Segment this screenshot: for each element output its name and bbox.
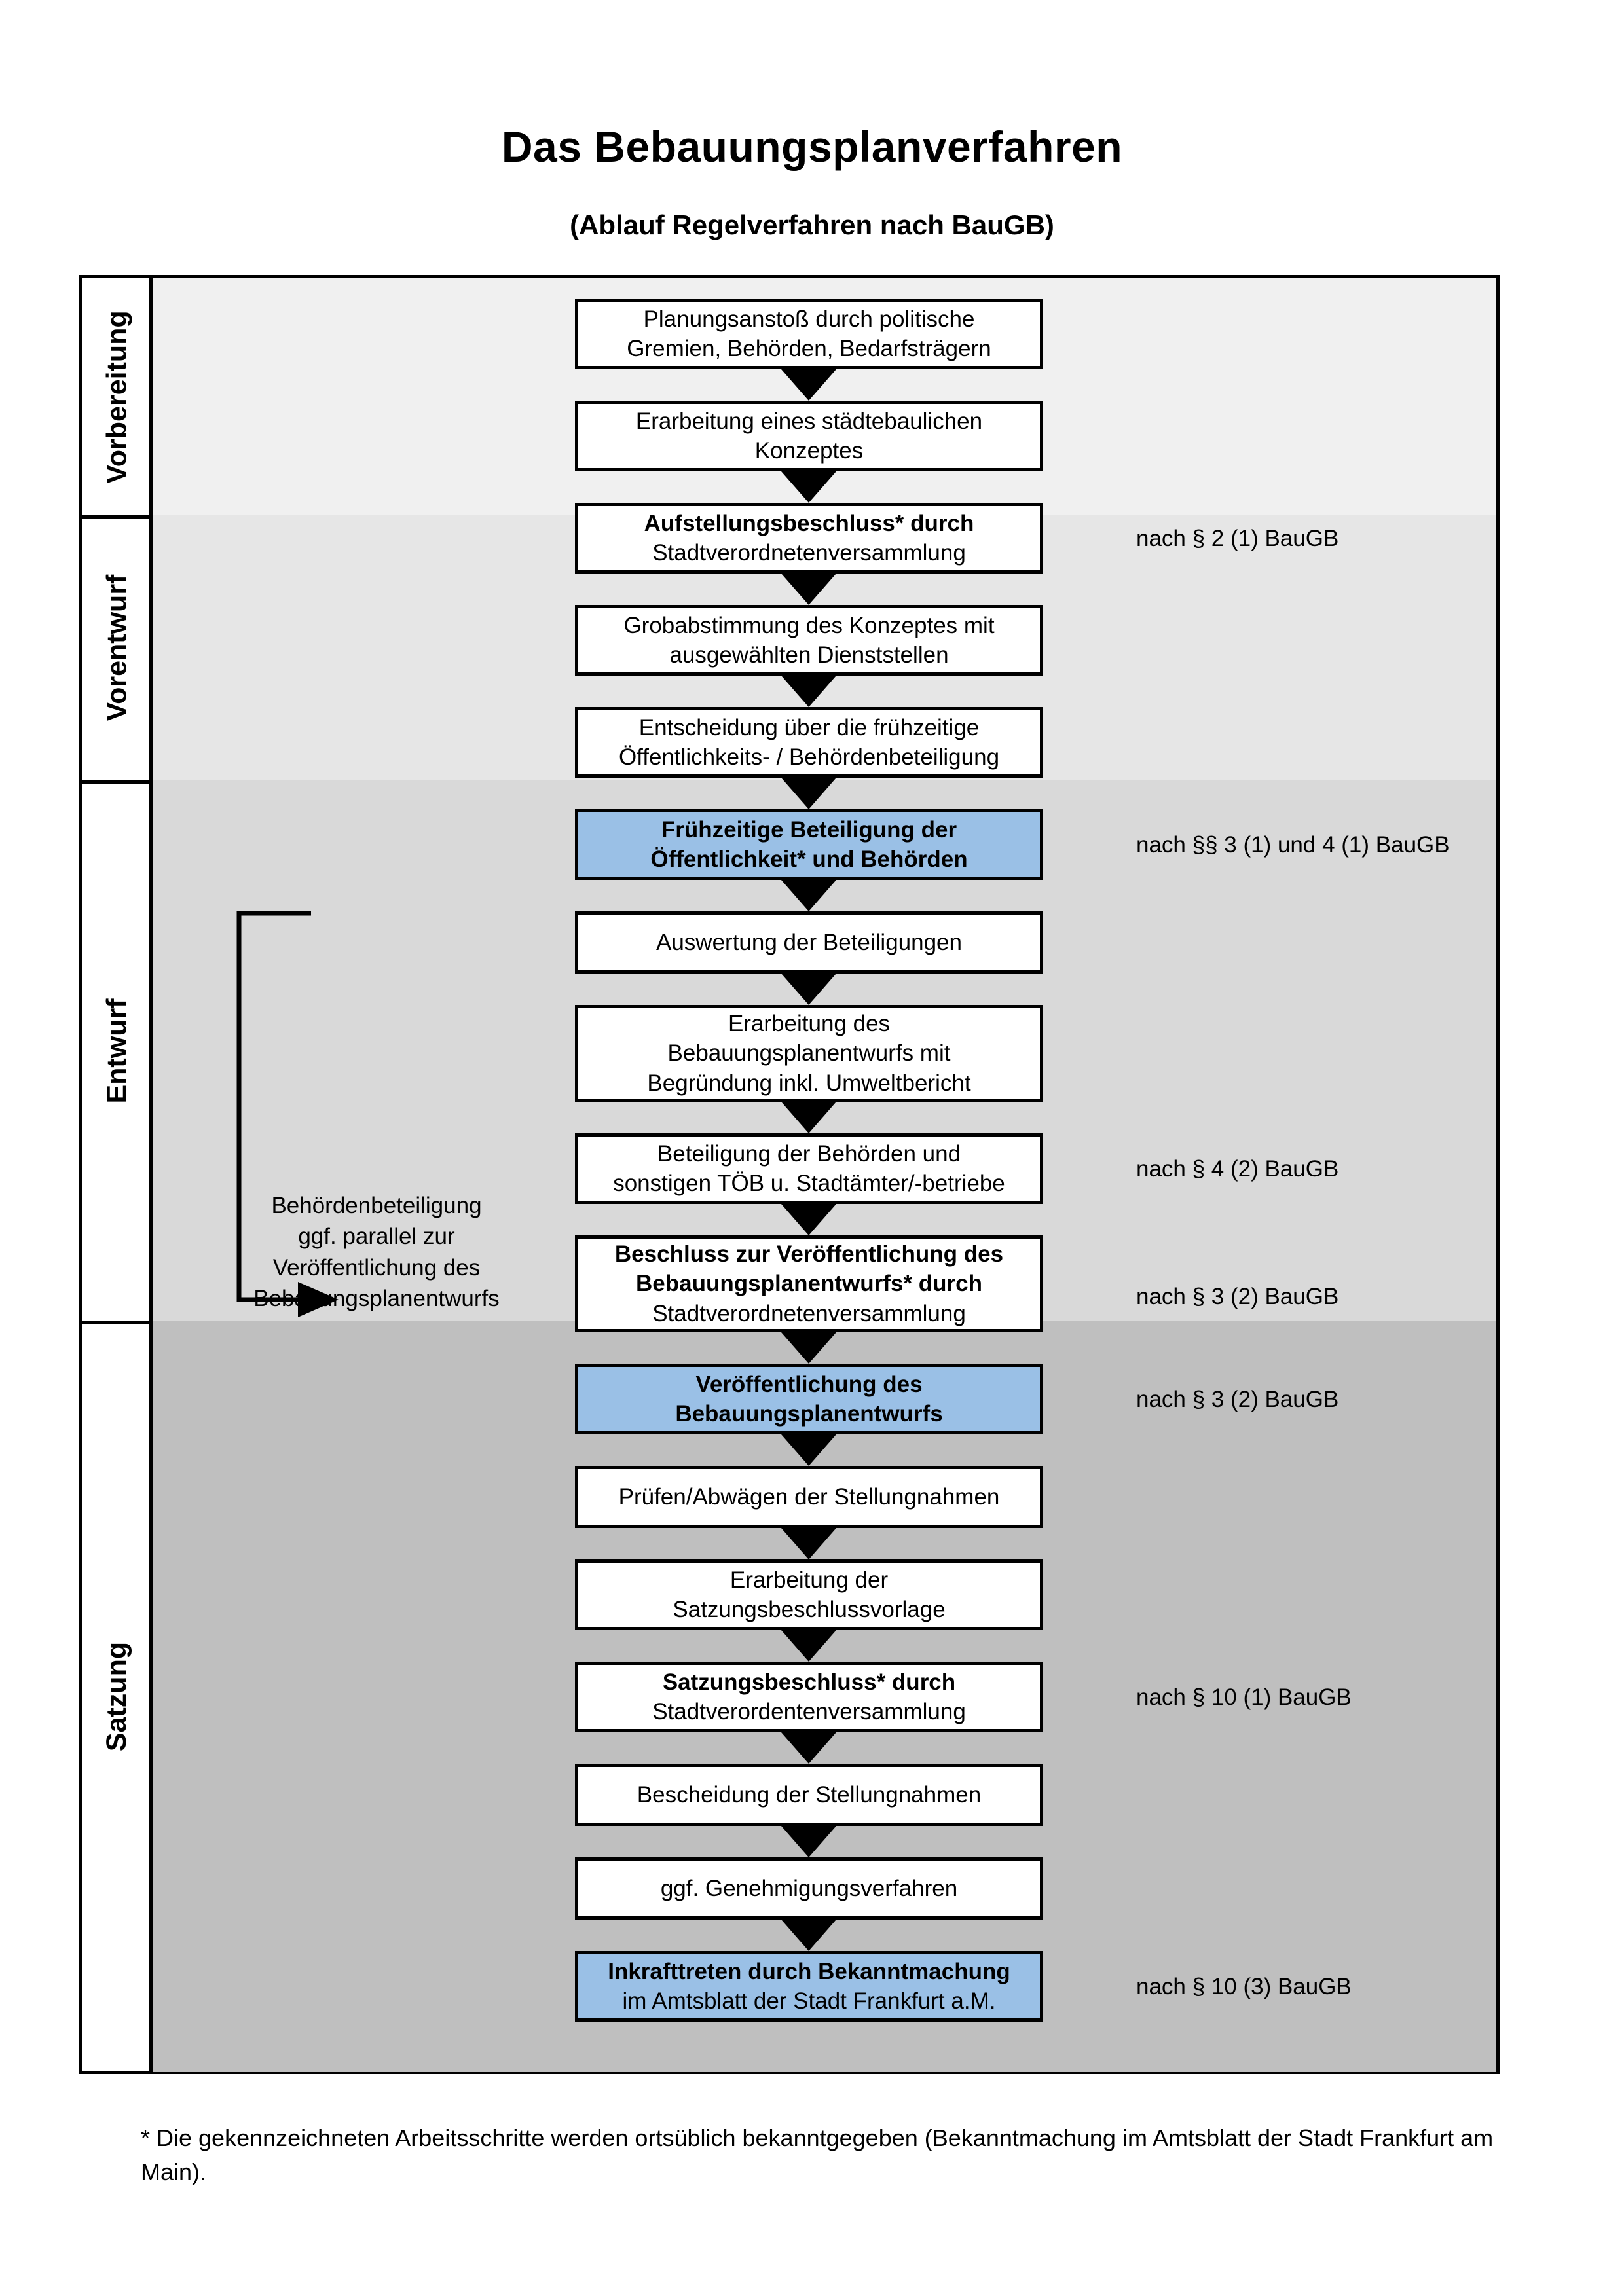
- phase-label-text: Entwurf: [101, 998, 133, 1104]
- step-line: sonstigen TÖB u. Stadtämter/-betriebe: [613, 1171, 1005, 1196]
- flow-arrow-down: [781, 1920, 836, 1951]
- phase-label-vorentwurf: Vorentwurf: [82, 515, 153, 780]
- flow-arrow-down: [781, 1434, 836, 1466]
- step-line: Erarbeitung der: [729, 1567, 889, 1593]
- process-step-s2[interactable]: Erarbeitung eines städtebaulichen Konzep…: [575, 401, 1043, 471]
- step-line: Entscheidung über die frühzeitige: [638, 714, 980, 740]
- flow-arrow-down: [781, 1528, 836, 1559]
- step-line: Grobabstimmung des Konzeptes mit: [623, 612, 995, 638]
- process-step-s10[interactable]: Beschluss zur Veröffentlichung des Bebau…: [575, 1235, 1043, 1332]
- flow-arrow-down: [781, 1204, 836, 1235]
- phase-divider-3: [82, 1321, 153, 1324]
- flow-arrow-down: [781, 369, 836, 401]
- step-line: Bescheidung der Stellungnahmen: [637, 1781, 982, 1808]
- phase-divider-1: [82, 515, 153, 519]
- process-step-s13[interactable]: Erarbeitung der Satzungsbeschlussvorlage: [575, 1559, 1043, 1630]
- page-subtitle: (Ablauf Regelverfahren nach BauGB): [570, 210, 1054, 240]
- process-step-s6[interactable]: Frühzeitige Beteiligung der Öffentlichke…: [575, 809, 1043, 880]
- step-line: Erarbeitung des: [728, 1010, 891, 1036]
- step-line: Gremien, Behörden, Bedarfsträgern: [627, 336, 991, 361]
- process-step-s4[interactable]: Grobabstimmung des Konzeptes mit ausgewä…: [575, 605, 1043, 676]
- side-note-line: Bebauungsplanentwurfs: [253, 1285, 500, 1311]
- legal-reference-r4: nach § 3 (2) BauGB: [1136, 1284, 1339, 1309]
- phase-label-strip: Vorbereitung Vorentwurf Entwurf Satzung: [82, 278, 153, 2071]
- legal-reference-r1: nach § 2 (1) BauGB: [1136, 526, 1339, 551]
- footnote-text: * Die gekennzeichneten Arbeitsschritte w…: [141, 2124, 1494, 2186]
- phase-label-text: Vorentwurf: [101, 574, 133, 721]
- process-step-s12[interactable]: Prüfen/Abwägen der Stellungnahmen: [575, 1466, 1043, 1528]
- side-note-line: Behördenbeteiligung: [271, 1193, 482, 1218]
- side-note-line: ggf. parallel zur: [298, 1224, 455, 1250]
- legal-reference-r7: nach § 10 (3) BauGB: [1136, 1974, 1352, 1999]
- process-diagram-frame: Vorbereitung Vorentwurf Entwurf Satzung …: [79, 275, 1500, 2074]
- step-line: Öffentlichkeit* und Behörden: [650, 847, 968, 872]
- process-step-s14[interactable]: Satzungsbeschluss* durch Stadtverordente…: [575, 1662, 1043, 1732]
- side-note-behoerdenbeteiligung: Behördenbeteiligung ggf. parallel zur Ve…: [180, 1190, 573, 1314]
- process-step-s8[interactable]: Erarbeitung des Bebauungsplanentwurfs mi…: [575, 1005, 1043, 1102]
- process-step-s9[interactable]: Beteiligung der Behörden und sonstigen T…: [575, 1133, 1043, 1204]
- flow-arrow-down: [781, 1102, 836, 1133]
- flow-arrow-down: [781, 574, 836, 605]
- phase-label-entwurf: Entwurf: [82, 780, 153, 1321]
- step-line: Erarbeitung eines städtebaulichen: [635, 408, 983, 434]
- step-line: ausgewählten Dienststellen: [669, 642, 949, 668]
- flow-arrow-down: [781, 1332, 836, 1364]
- process-step-s3[interactable]: Aufstellungsbeschluss* durch Stadtverord…: [575, 503, 1043, 574]
- flow-arrow-down: [781, 974, 836, 1005]
- flow-arrow-down: [781, 778, 836, 809]
- flow-arrow-down: [781, 676, 836, 707]
- step-line: Inkrafttreten durch Bekanntmachung: [608, 1958, 1010, 1984]
- side-note-line: Veröffentlichung des: [272, 1254, 481, 1281]
- step-line: Bebauungsplanentwurfs* durch: [636, 1271, 982, 1297]
- step-line: Satzungsbeschluss* durch: [662, 1669, 956, 1695]
- legal-reference-r2: nach §§ 3 (1) und 4 (1) BauGB: [1136, 832, 1450, 858]
- step-line: im Amtsblatt der Stadt Frankfurt a.M.: [622, 1988, 996, 2014]
- step-line: Begründung inkl. Umweltbericht: [647, 1070, 971, 1096]
- step-line: Auswertung der Beteiligungen: [656, 929, 962, 955]
- step-line: Stadtverordentenversammlung: [652, 1699, 966, 1724]
- flow-arrow-down: [781, 471, 836, 503]
- legal-reference-r6: nach § 10 (1) BauGB: [1136, 1685, 1352, 1710]
- step-line: Konzeptes: [754, 438, 864, 464]
- flow-arrow-down: [781, 1826, 836, 1857]
- step-line: Aufstellungsbeschluss* durch: [644, 510, 974, 536]
- process-step-s5[interactable]: Entscheidung über die frühzeitige Öffent…: [575, 707, 1043, 778]
- step-line: Satzungsbeschlussvorlage: [673, 1597, 946, 1622]
- process-step-s11[interactable]: Veröffentlichung des Bebauungsplanentwur…: [575, 1364, 1043, 1434]
- step-line: Beteiligung der Behörden und: [657, 1140, 961, 1167]
- phase-label-satzung: Satzung: [82, 1321, 153, 2072]
- step-line: ggf. Genehmigungsverfahren: [660, 1875, 958, 1901]
- step-line: Bebauungsplanentwurfs: [675, 1401, 943, 1427]
- flow-arrow-down: [781, 1630, 836, 1662]
- step-line: Planungsanstoß durch politische: [643, 306, 975, 332]
- step-line: Beschluss zur Veröffentlichung des: [614, 1241, 1004, 1267]
- phase-label-text: Satzung: [101, 1641, 133, 1752]
- legal-reference-r5: nach § 3 (2) BauGB: [1136, 1387, 1339, 1412]
- process-step-s17[interactable]: Inkrafttreten durch Bekanntmachung im Am…: [575, 1951, 1043, 2022]
- page-title: Das Bebauungsplanverfahren: [501, 122, 1123, 171]
- step-line: Bebauungsplanentwurfs mit: [667, 1040, 951, 1066]
- process-step-s16[interactable]: ggf. Genehmigungsverfahren: [575, 1857, 1043, 1920]
- step-line: Stadtverordnetenversammlung: [652, 1300, 966, 1326]
- step-line: Öffentlichkeits- / Behördenbeteiligung: [618, 744, 1000, 770]
- phase-divider-2: [82, 780, 153, 784]
- process-step-s7[interactable]: Auswertung der Beteiligungen: [575, 911, 1043, 974]
- flow-arrow-down: [781, 1732, 836, 1764]
- phase-label-vorbereitung: Vorbereitung: [82, 278, 153, 515]
- step-line: Frühzeitige Beteiligung der: [661, 816, 957, 843]
- flow-arrow-down: [781, 880, 836, 911]
- step-line: Prüfen/Abwägen der Stellungnahmen: [618, 1484, 1000, 1510]
- process-step-s15[interactable]: Bescheidung der Stellungnahmen: [575, 1764, 1043, 1826]
- phase-label-text: Vorbereitung: [101, 310, 133, 484]
- legal-reference-r3: nach § 4 (2) BauGB: [1136, 1156, 1339, 1182]
- step-line: Stadtverordnetenversammlung: [652, 540, 966, 566]
- process-step-s1[interactable]: Planungsanstoß durch politische Gremien,…: [575, 299, 1043, 369]
- step-line: Veröffentlichung des: [695, 1371, 923, 1397]
